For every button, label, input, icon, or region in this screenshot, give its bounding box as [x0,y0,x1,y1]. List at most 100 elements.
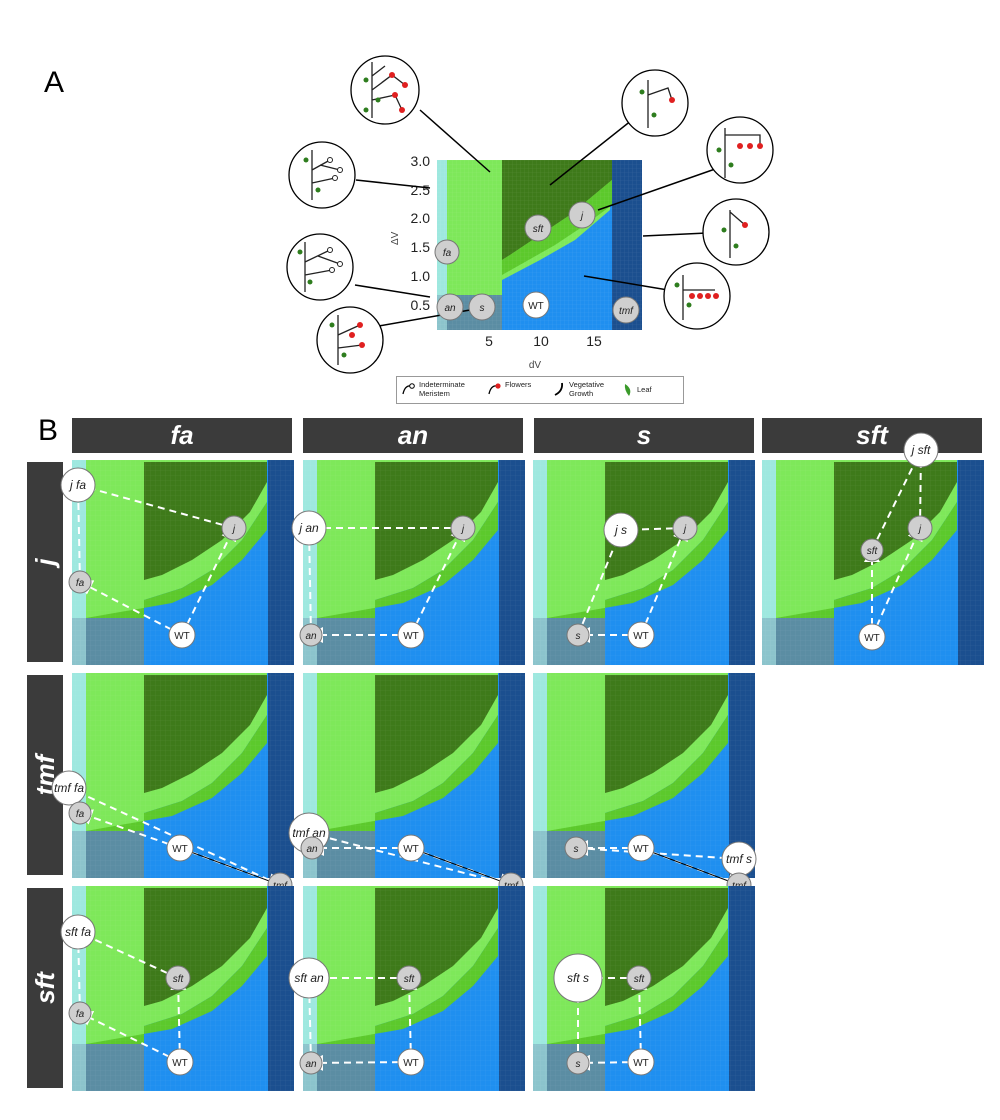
node-fa-label: fa [76,809,85,820]
node-j-label: j [231,524,236,535]
node-double-mutant: tmf fa [51,770,87,806]
node-sft-label: sft [533,224,545,235]
node-WT-label: WT [633,1058,649,1069]
node-WT-label: WT [528,301,544,312]
node-fa: fa [68,801,92,825]
column-header: an [303,418,523,453]
node-WT-label: WT [864,633,880,644]
node-WT: WT [397,1048,425,1076]
y-tick: 1.5 [411,239,431,255]
node-s-label: s [480,303,485,314]
node-s-label: s [576,631,581,642]
node-s: s [468,293,496,321]
node-fa-label: fa [443,248,452,259]
node-s-label: s [576,1059,581,1070]
column-header: fa [72,418,292,453]
node-double-mutant-label: sft s [567,971,589,985]
node-an: an [300,836,324,860]
plant-glyphs [304,62,761,365]
node-sft: sft [524,214,552,242]
node-sft-label: sft [867,546,879,557]
node-double-mutant: sft an [288,957,330,999]
node-WT: WT [858,623,886,651]
node-WT: WT [397,834,425,862]
node-an-label: an [305,631,317,642]
node-j: j [221,515,247,541]
node-WT: WT [522,291,550,319]
y-tick: 0.5 [411,297,431,313]
node-s: s [566,623,590,647]
node-WT-label: WT [172,844,188,855]
node-double-mutant-label: tmf fa [54,781,84,795]
plant-icon-single-flower [702,198,770,266]
node-an: an [299,623,323,647]
node-double-mutant-label: sft an [294,971,324,985]
node-j-label: j [682,524,687,535]
plant-icon-bent [706,116,774,184]
node-double-mutant: j sft [903,432,939,468]
column-header: sft [762,418,982,453]
plant-icon-few-flowers [621,69,689,137]
node-WT: WT [627,834,655,862]
flower-glyphs [349,72,763,348]
node-an-label: an [305,1059,317,1070]
node-WT-label: WT [403,1058,419,1069]
x-tick: 10 [533,333,549,349]
cell-nodes: j s s WT j [566,512,698,649]
node-double-mutant-label: tmf an [292,826,326,840]
panel-b-label: B [38,414,59,447]
node-sft-label: sft [404,974,416,985]
y-axis-a: 3.0 2.5 2.0 1.5 1.0 0.5 [411,153,431,313]
row-header: j [27,462,63,662]
legend-label: Vegetative [569,380,605,389]
plant-icon-branched [286,233,354,301]
legend-label: Flowers [505,380,532,389]
node-j-label: j [460,524,465,535]
node-an-label: an [444,303,456,314]
node-WT: WT [166,834,194,862]
node-sft: sft [626,965,652,991]
node-WT-label: WT [403,844,419,855]
node-double-mutant: tmf s [721,841,757,877]
node-double-mutant: j an [291,510,327,546]
cell-arrows [307,974,418,1071]
node-j: j [568,201,596,229]
legend-label: Growth [569,389,594,398]
vegetative-growth-icon [554,382,564,396]
node-WT-label: WT [633,631,649,642]
node-sft-label: sft [173,974,185,985]
node-s: s [564,836,588,860]
cell-nodes: sft s s WT sft [553,953,655,1076]
node-an: an [299,1051,323,1075]
cell-arrows [76,484,236,636]
node-WT: WT [397,621,425,649]
node-j-label: j [579,211,584,222]
cell-arrows [76,931,187,1063]
node-fa-label: fa [76,578,85,589]
node-sft-label: sft [634,974,646,985]
column-header: s [534,418,754,453]
node-double-mutant-label: tmf s [726,852,752,866]
x-tick: 15 [586,333,602,349]
node-WT: WT [166,1048,194,1076]
x-axis-label: dV [529,360,542,371]
node-WT: WT [627,621,655,649]
node-double-mutant-label: sft fa [65,925,91,939]
node-fa: fa [434,239,460,265]
node-double-mutant-label: j s [613,523,627,537]
legend: Indeterminate Meristem Flowers Vegetativ… [396,376,684,404]
node-sft: sft [165,965,191,991]
cell-nodes: tmf ssWTtmf [564,834,757,898]
node-an: an [436,293,464,321]
node-s: s [566,1051,590,1075]
panel-a-figure: 3.0 2.5 2.0 1.5 1.0 0.5 ΔV 5 10 15 dV [286,55,774,374]
y-tick: 2.0 [411,210,431,226]
leaf-glyphs [297,77,739,358]
node-sft: sft [396,965,422,991]
node-double-mutant: sft fa [60,914,96,950]
